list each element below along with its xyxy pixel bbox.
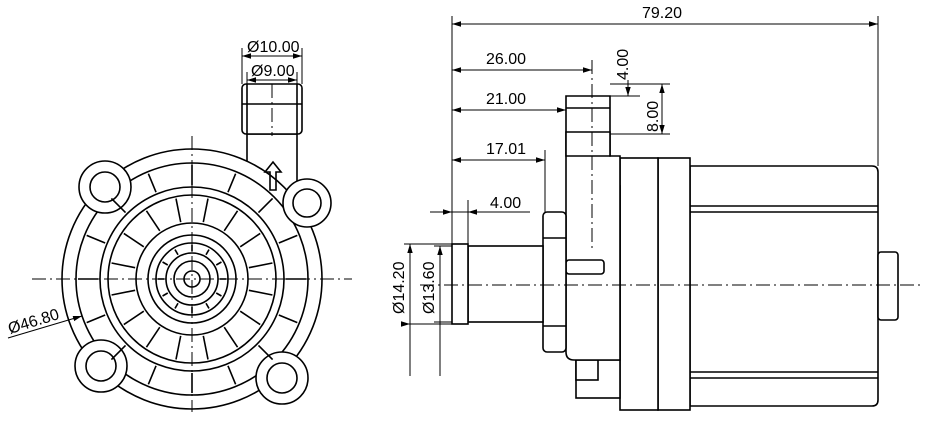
inner-rib [175,198,182,223]
hub-rib [162,292,169,297]
inner-rib [111,262,136,269]
outer-rib [257,344,274,361]
front-view: Ø10.00 Ø9.00 Ø46.80 [6,39,352,412]
dim-outlet-height: 8.00 [610,83,670,134]
dim-inlet-outer-label: Ø14.20 [391,261,408,314]
dim-outlet-offset: 4.00 [610,49,670,135]
inner-rib [123,232,145,248]
motor-body [689,165,899,407]
dim-outlet-inner-label: Ø9.00 [251,63,295,80]
dim-total-length: 79.20 [452,5,878,27]
hub-rib [174,249,179,256]
hub-rib [215,292,222,297]
outer-rib [278,234,298,244]
dim-inlet-stub: 4.00 [430,195,530,215]
dim-inlet-outer: Ø14.20 [391,243,452,376]
dim-outlet-face-label: 21.00 [486,91,526,108]
outer-rib [86,234,106,244]
outer-rib [86,314,106,324]
dim-inlet-inner-label: Ø13.60 [421,261,438,314]
hub-rib [162,261,169,266]
inner-rib [239,232,261,248]
inner-rib [239,310,261,326]
dim-outlet-face: 21.00 [452,91,566,113]
volute [565,95,621,361]
mounting-ears [74,160,332,405]
inner-rib [145,326,161,348]
dim-outlet-outer-label: Ø10.00 [247,39,300,56]
dim-outlet-inner: Ø9.00 [246,63,298,84]
hub-rib [174,302,179,309]
inner-rib [145,210,161,232]
hub-rib [215,261,222,266]
dim-outlet-height-label: 8.00 [645,101,662,132]
dim-inlet-stub-label: 4.00 [490,195,521,212]
dim-inlet-inner: Ø13.60 [421,245,452,376]
inner-rib [202,335,209,360]
dim-outlet-offset-label: 4.00 [615,49,632,80]
inner-rib [111,289,136,296]
inner-rib [202,198,209,223]
side-view: 79.20 26.00 21.00 17.01 4.00 4.0 [391,5,920,411]
outer-rib [227,173,237,193]
hub-rib [205,302,210,309]
inner-rib [223,210,239,232]
flow-arrow-icon [263,160,283,191]
inner-rib [248,262,273,269]
dim-inlet-length: 17.01 [452,141,545,163]
dim-total-length-label: 79.20 [642,5,682,22]
dim-outlet-position-label: 26.00 [486,51,526,68]
inlet-pipe [451,211,567,353]
inner-rib [175,335,182,360]
hub-rib [205,249,210,256]
outer-rib [110,344,127,361]
outer-rib [278,314,298,324]
dim-outlet-position: 26.00 [452,51,592,73]
outer-rib [110,197,127,214]
inner-rib [248,289,273,296]
outer-rib [147,173,157,193]
housing-ribs [78,165,306,393]
dim-outlet-outer: Ø10.00 [241,39,303,84]
dim-inlet-length-label: 17.01 [486,141,526,158]
outer-rib [227,365,237,385]
outer-rib [147,365,157,385]
inner-rib [223,326,239,348]
dim-body-label: Ø46.80 [6,306,61,338]
inner-rib [123,310,145,326]
outer-rib [257,197,274,214]
